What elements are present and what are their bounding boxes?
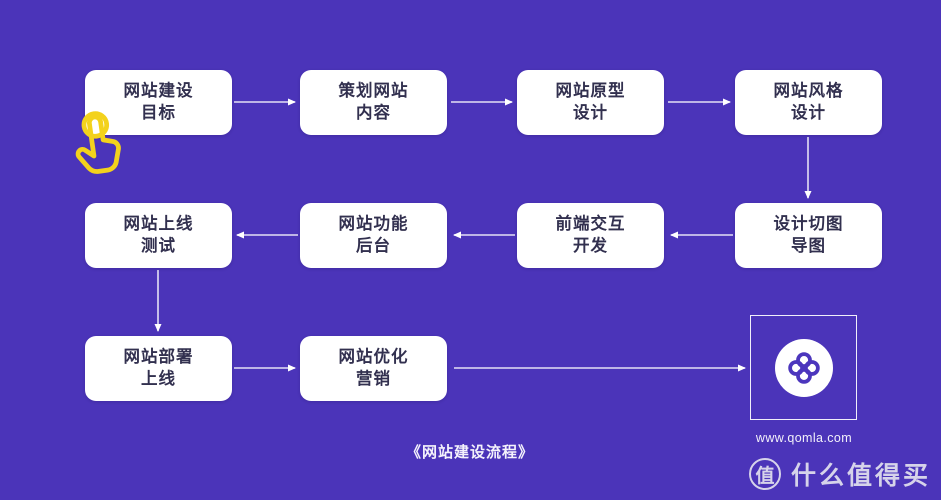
flow-node-style-design: 网站风格 设计 [735,70,882,135]
flow-node-frontend-dev: 前端交互 开发 [517,203,664,268]
flow-node-site-goal: 网站建设 目标 [85,70,232,135]
node-label-line1: 网站优化 [338,347,409,366]
qomla-logo-box [750,315,857,420]
node-label-line1: 设计切图 [773,214,844,233]
node-label-line2: 设计 [573,103,608,122]
node-label-line2: 设计 [791,103,826,122]
smzdm-label: 什么值得买 [790,462,931,490]
node-label-line1: 网站风格 [773,81,844,100]
node-label-line1: 网站原型 [555,81,626,100]
node-label-line2: 后台 [356,236,391,255]
node-label-line1: 前端交互 [555,214,626,233]
node-label-line2: 导图 [791,236,826,255]
flow-node-function-backend: 网站功能 后台 [300,203,447,268]
node-label-line2: 目标 [141,103,176,122]
flow-node-prototype-design: 网站原型 设计 [517,70,664,135]
diagram-caption: 《网站建设流程》 [405,444,534,461]
node-label-line1: 网站上线 [123,214,194,233]
qomla-clover-mark [787,351,820,384]
node-label-line2: 开发 [573,236,608,255]
tap-cursor-icon [75,111,121,174]
node-label-line1: 网站建设 [123,81,194,100]
logo-website-url: www.qomla.com [755,431,853,445]
flow-node-plan-content: 策划网站 内容 [300,70,447,135]
node-label-line1: 网站部署 [123,347,194,366]
flow-node-design-slicing: 设计切图 导图 [735,203,882,268]
flow-node-launch-testing: 网站上线 测试 [85,203,232,268]
node-label-line1: 策划网站 [338,81,409,100]
qomla-logo-icon [774,338,833,397]
flow-node-optimize-marketing: 网站优化 营销 [300,336,447,401]
node-label-line2: 上线 [141,369,176,388]
smzdm-badge-icon: 值 [748,458,781,490]
node-label-line2: 营销 [356,369,391,388]
node-label-line2: 内容 [356,103,391,122]
node-label-line1: 网站功能 [338,214,409,233]
smzdm-watermark: 值 什么值得买 [748,456,931,492]
node-label-line2: 测试 [141,236,176,255]
flow-node-deploy-launch: 网站部署 上线 [85,336,232,401]
